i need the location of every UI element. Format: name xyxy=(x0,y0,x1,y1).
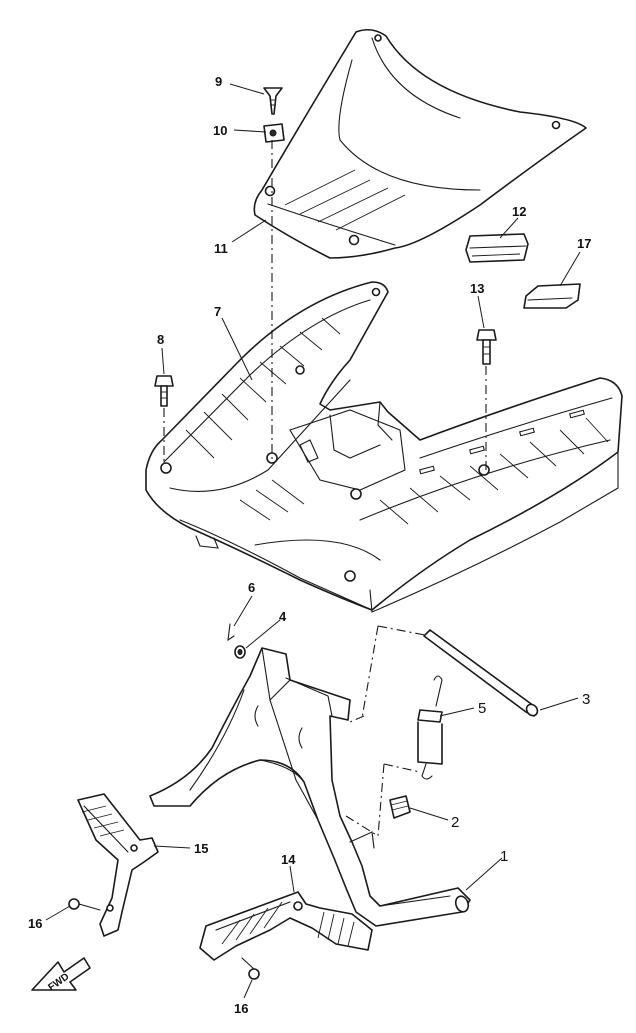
callout-15: 15 xyxy=(194,841,208,856)
callout-17: 17 xyxy=(577,236,591,251)
footrest-bracket-part-15 xyxy=(77,793,159,937)
callout-3: 3 xyxy=(582,691,590,708)
callout-7: 7 xyxy=(214,304,221,319)
callout-leaders xyxy=(45,83,581,999)
pad-part-17 xyxy=(523,283,581,309)
callout-8: 8 xyxy=(157,332,164,347)
spring-part-5 xyxy=(417,675,443,780)
callout-labels: 9 10 11 12 17 13 7 8 6 4 3 5 2 1 15 14 1… xyxy=(28,74,591,1016)
callout-11: 11 xyxy=(214,241,228,256)
callout-14: 14 xyxy=(281,852,296,867)
callout-4: 4 xyxy=(279,609,287,624)
callout-12: 12 xyxy=(512,204,526,219)
assembly-lines xyxy=(163,140,487,837)
callout-16-right: 16 xyxy=(234,1001,248,1016)
clip-nut-part-10 xyxy=(263,123,285,143)
callout-10: 10 xyxy=(213,123,227,138)
footrest-bracket-part-14 xyxy=(199,891,373,961)
washer-part-4 xyxy=(234,645,246,659)
front-cover-part xyxy=(253,28,587,259)
forward-direction-arrow: FWD xyxy=(31,957,91,993)
main-stand-part-1 xyxy=(149,647,471,927)
shaft-part-3 xyxy=(423,629,539,717)
callout-9: 9 xyxy=(215,74,222,89)
callout-2: 2 xyxy=(451,814,459,831)
callout-6: 6 xyxy=(248,580,255,595)
collar-part-2 xyxy=(389,795,411,819)
callout-1: 1 xyxy=(500,848,508,865)
callout-5: 5 xyxy=(478,700,486,717)
bolt-part-16-left xyxy=(68,898,101,911)
bolt-part-16-right xyxy=(241,957,260,980)
bolt-part-13 xyxy=(476,329,497,365)
pad-part-12 xyxy=(465,233,529,263)
bolt-part-8 xyxy=(154,375,174,407)
screw-part-9 xyxy=(263,87,283,115)
callout-16-left: 16 xyxy=(28,916,42,931)
callout-13: 13 xyxy=(470,281,484,296)
cotter-pin-part-6 xyxy=(227,623,235,642)
footboard-part-7 xyxy=(145,281,623,613)
